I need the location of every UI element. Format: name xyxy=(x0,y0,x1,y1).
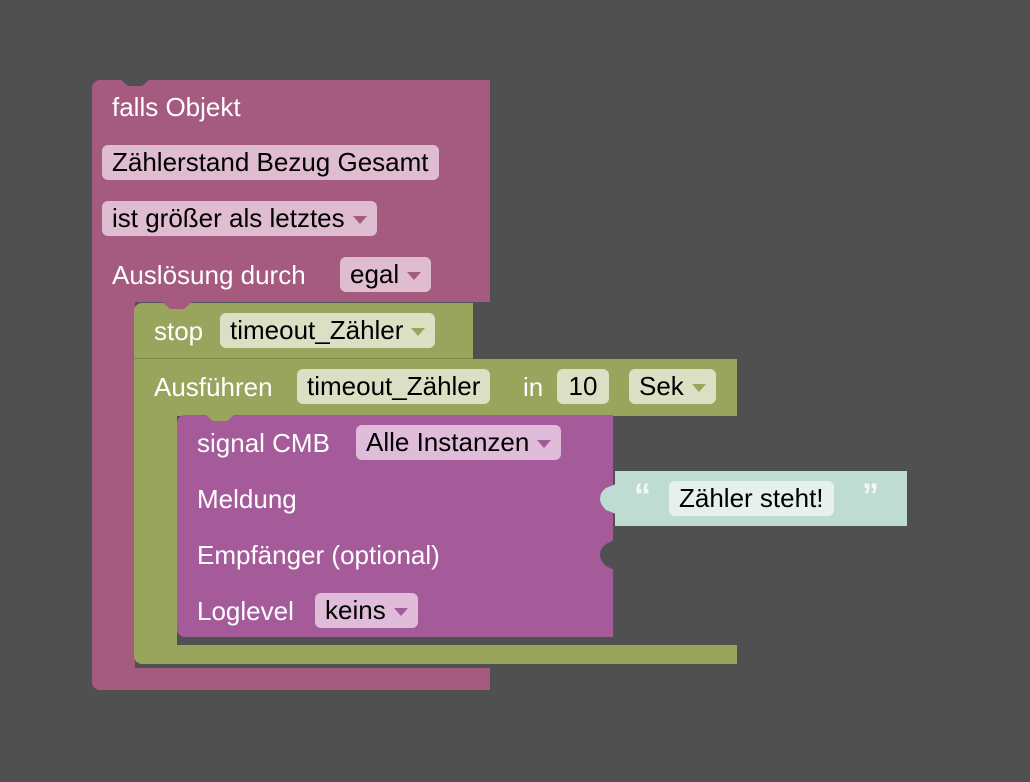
notch-icon xyxy=(162,302,192,309)
trigger-block-arm xyxy=(92,300,135,670)
unit-dropdown[interactable]: Sek xyxy=(629,369,716,404)
chevron-down-icon xyxy=(537,440,552,449)
condition-value: ist größer als letztes xyxy=(112,203,345,233)
trigger-label: Auslösung durch xyxy=(112,260,306,290)
chevron-down-icon xyxy=(411,328,426,337)
unit-value: Sek xyxy=(639,371,684,401)
empty-input-socket-icon[interactable] xyxy=(600,540,614,570)
timeout-block-bottom xyxy=(134,645,737,664)
in-label: in xyxy=(523,372,544,402)
chevron-down-icon xyxy=(352,216,367,225)
signal-label: signal CMB xyxy=(197,428,330,458)
chevron-down-icon xyxy=(407,272,422,281)
timeout-name-field[interactable]: timeout_Zähler xyxy=(297,369,491,404)
trigger-dropdown[interactable]: egal xyxy=(340,257,432,292)
condition-dropdown[interactable]: ist größer als letztes xyxy=(102,201,377,236)
trigger-title: falls Objekt xyxy=(112,92,241,122)
timeout-label: Ausführen xyxy=(154,372,273,402)
instance-value: Alle Instanzen xyxy=(366,427,530,457)
loglevel-label: Loglevel xyxy=(197,596,294,626)
notch-icon xyxy=(205,414,235,421)
text-value-field[interactable]: Zähler steht! xyxy=(669,481,834,516)
chevron-down-icon xyxy=(691,384,706,393)
close-quote-icon: ” xyxy=(862,477,879,515)
trigger-value: egal xyxy=(350,259,400,289)
stop-timeout-dropdown[interactable]: timeout_Zähler xyxy=(220,313,436,348)
loglevel-dropdown[interactable]: keins xyxy=(315,593,418,628)
delay-input[interactable]: 10 xyxy=(557,369,609,404)
timeout-block-arm xyxy=(134,414,177,647)
loglevel-value: keins xyxy=(325,595,386,625)
trigger-block-bottom xyxy=(92,668,490,690)
open-quote-icon: “ xyxy=(634,477,651,515)
stop-label: stop xyxy=(154,316,204,346)
notch-icon xyxy=(120,79,150,86)
output-tab-icon xyxy=(600,484,616,514)
recipient-label: Empfänger (optional) xyxy=(197,540,440,570)
stop-timeout-value: timeout_Zähler xyxy=(230,315,404,345)
chevron-down-icon xyxy=(393,608,408,617)
instance-dropdown[interactable]: Alle Instanzen xyxy=(356,425,562,460)
message-label: Meldung xyxy=(197,484,297,514)
object-id-field[interactable]: Zählerstand Bezug Gesamt xyxy=(102,145,439,180)
